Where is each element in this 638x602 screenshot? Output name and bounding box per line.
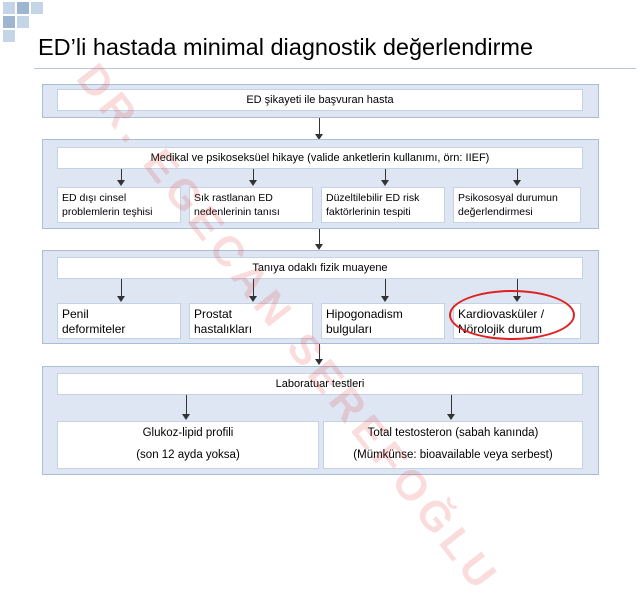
branch-arrow	[249, 169, 257, 186]
box-common-causes: Sık rastlanan ED nedenlerinin tanısı	[189, 187, 313, 223]
box-line: ED dışı cinsel	[62, 192, 127, 204]
band-history: Medikal ve psikoseksüel hikaye (valide a…	[57, 147, 583, 169]
highlight-ellipse	[449, 290, 575, 340]
box-penile: Penil deformiteler	[57, 303, 181, 339]
title-underline	[34, 68, 636, 69]
box-line: Penil	[62, 307, 89, 321]
flow-arrow	[315, 118, 323, 140]
box-line: nedenlerinin tanısı	[194, 206, 280, 218]
panel-stage4: Laboratuar testleri Glukoz-lipid profili…	[42, 366, 599, 475]
box-line: problemlerin teşhisi	[62, 206, 153, 218]
flow-arrow	[315, 229, 323, 250]
panel-stage3: Tanıya odaklı fizik muayene Penil deform…	[42, 250, 599, 344]
corner-square	[3, 2, 15, 14]
box-psychosocial: Psikososyal durumun değerlendirmesi	[453, 187, 581, 223]
box-line: Sık rastlanan ED	[194, 192, 273, 204]
branch-arrow	[117, 279, 125, 302]
branch-arrow	[447, 395, 455, 420]
box-line: (son 12 ayda yoksa)	[136, 449, 240, 461]
box-line: Düzeltilebilir ED risk	[326, 192, 420, 204]
box-line: Psikososyal durumun	[458, 192, 558, 204]
corner-square	[3, 16, 15, 28]
box-line: bulguları	[326, 322, 373, 336]
branch-arrow	[117, 169, 125, 186]
band-lab-tests: Laboratuar testleri	[57, 373, 583, 395]
box-line: faktörlerinin tespiti	[326, 206, 411, 218]
box-sexual-problems: ED dışı cinsel problemlerin teşhisi	[57, 187, 181, 223]
slide-title: ED’li hastada minimal diagnostik değerle…	[38, 34, 534, 60]
band-physical-exam: Tanıya odaklı fizik muayene	[57, 257, 583, 279]
box-line: Hipogonadism	[326, 307, 403, 321]
corner-square	[17, 16, 29, 28]
corner-square	[17, 2, 29, 14]
branch-arrow	[182, 395, 190, 420]
box-line: hastalıkları	[194, 322, 253, 336]
corner-square	[31, 2, 43, 14]
flow-arrow	[315, 344, 323, 365]
box-line: Total testosteron (sabah kanında)	[367, 427, 539, 439]
band-complaint: ED şikayeti ile başvuran hasta	[57, 89, 583, 111]
panel-stage2: Medikal ve psikoseksüel hikaye (valide a…	[42, 139, 599, 229]
branch-arrow	[249, 279, 257, 302]
branch-arrow	[381, 169, 389, 186]
box-line: (Mümkünse: bioavailable veya serbest)	[353, 449, 553, 461]
box-line: değerlendirmesi	[458, 206, 533, 218]
box-hypogonadism: Hipogonadism bulguları	[321, 303, 445, 339]
panel-stage1: ED şikayeti ile başvuran hasta	[42, 84, 599, 118]
box-line: Prostat	[194, 307, 233, 321]
branch-arrow	[381, 279, 389, 302]
box-testosterone: Total testosteron (sabah kanında) (Mümkü…	[323, 421, 583, 469]
box-risk-factors: Düzeltilebilir ED risk faktörlerinin tes…	[321, 187, 445, 223]
branch-arrow	[513, 169, 521, 186]
box-prostate: Prostat hastalıkları	[189, 303, 313, 339]
box-glucose-lipid: Glukoz-lipid profili (son 12 ayda yoksa)	[57, 421, 319, 469]
corner-square	[3, 30, 15, 42]
box-line: Glukoz-lipid profili	[142, 427, 234, 439]
box-line: deformiteler	[62, 322, 126, 336]
